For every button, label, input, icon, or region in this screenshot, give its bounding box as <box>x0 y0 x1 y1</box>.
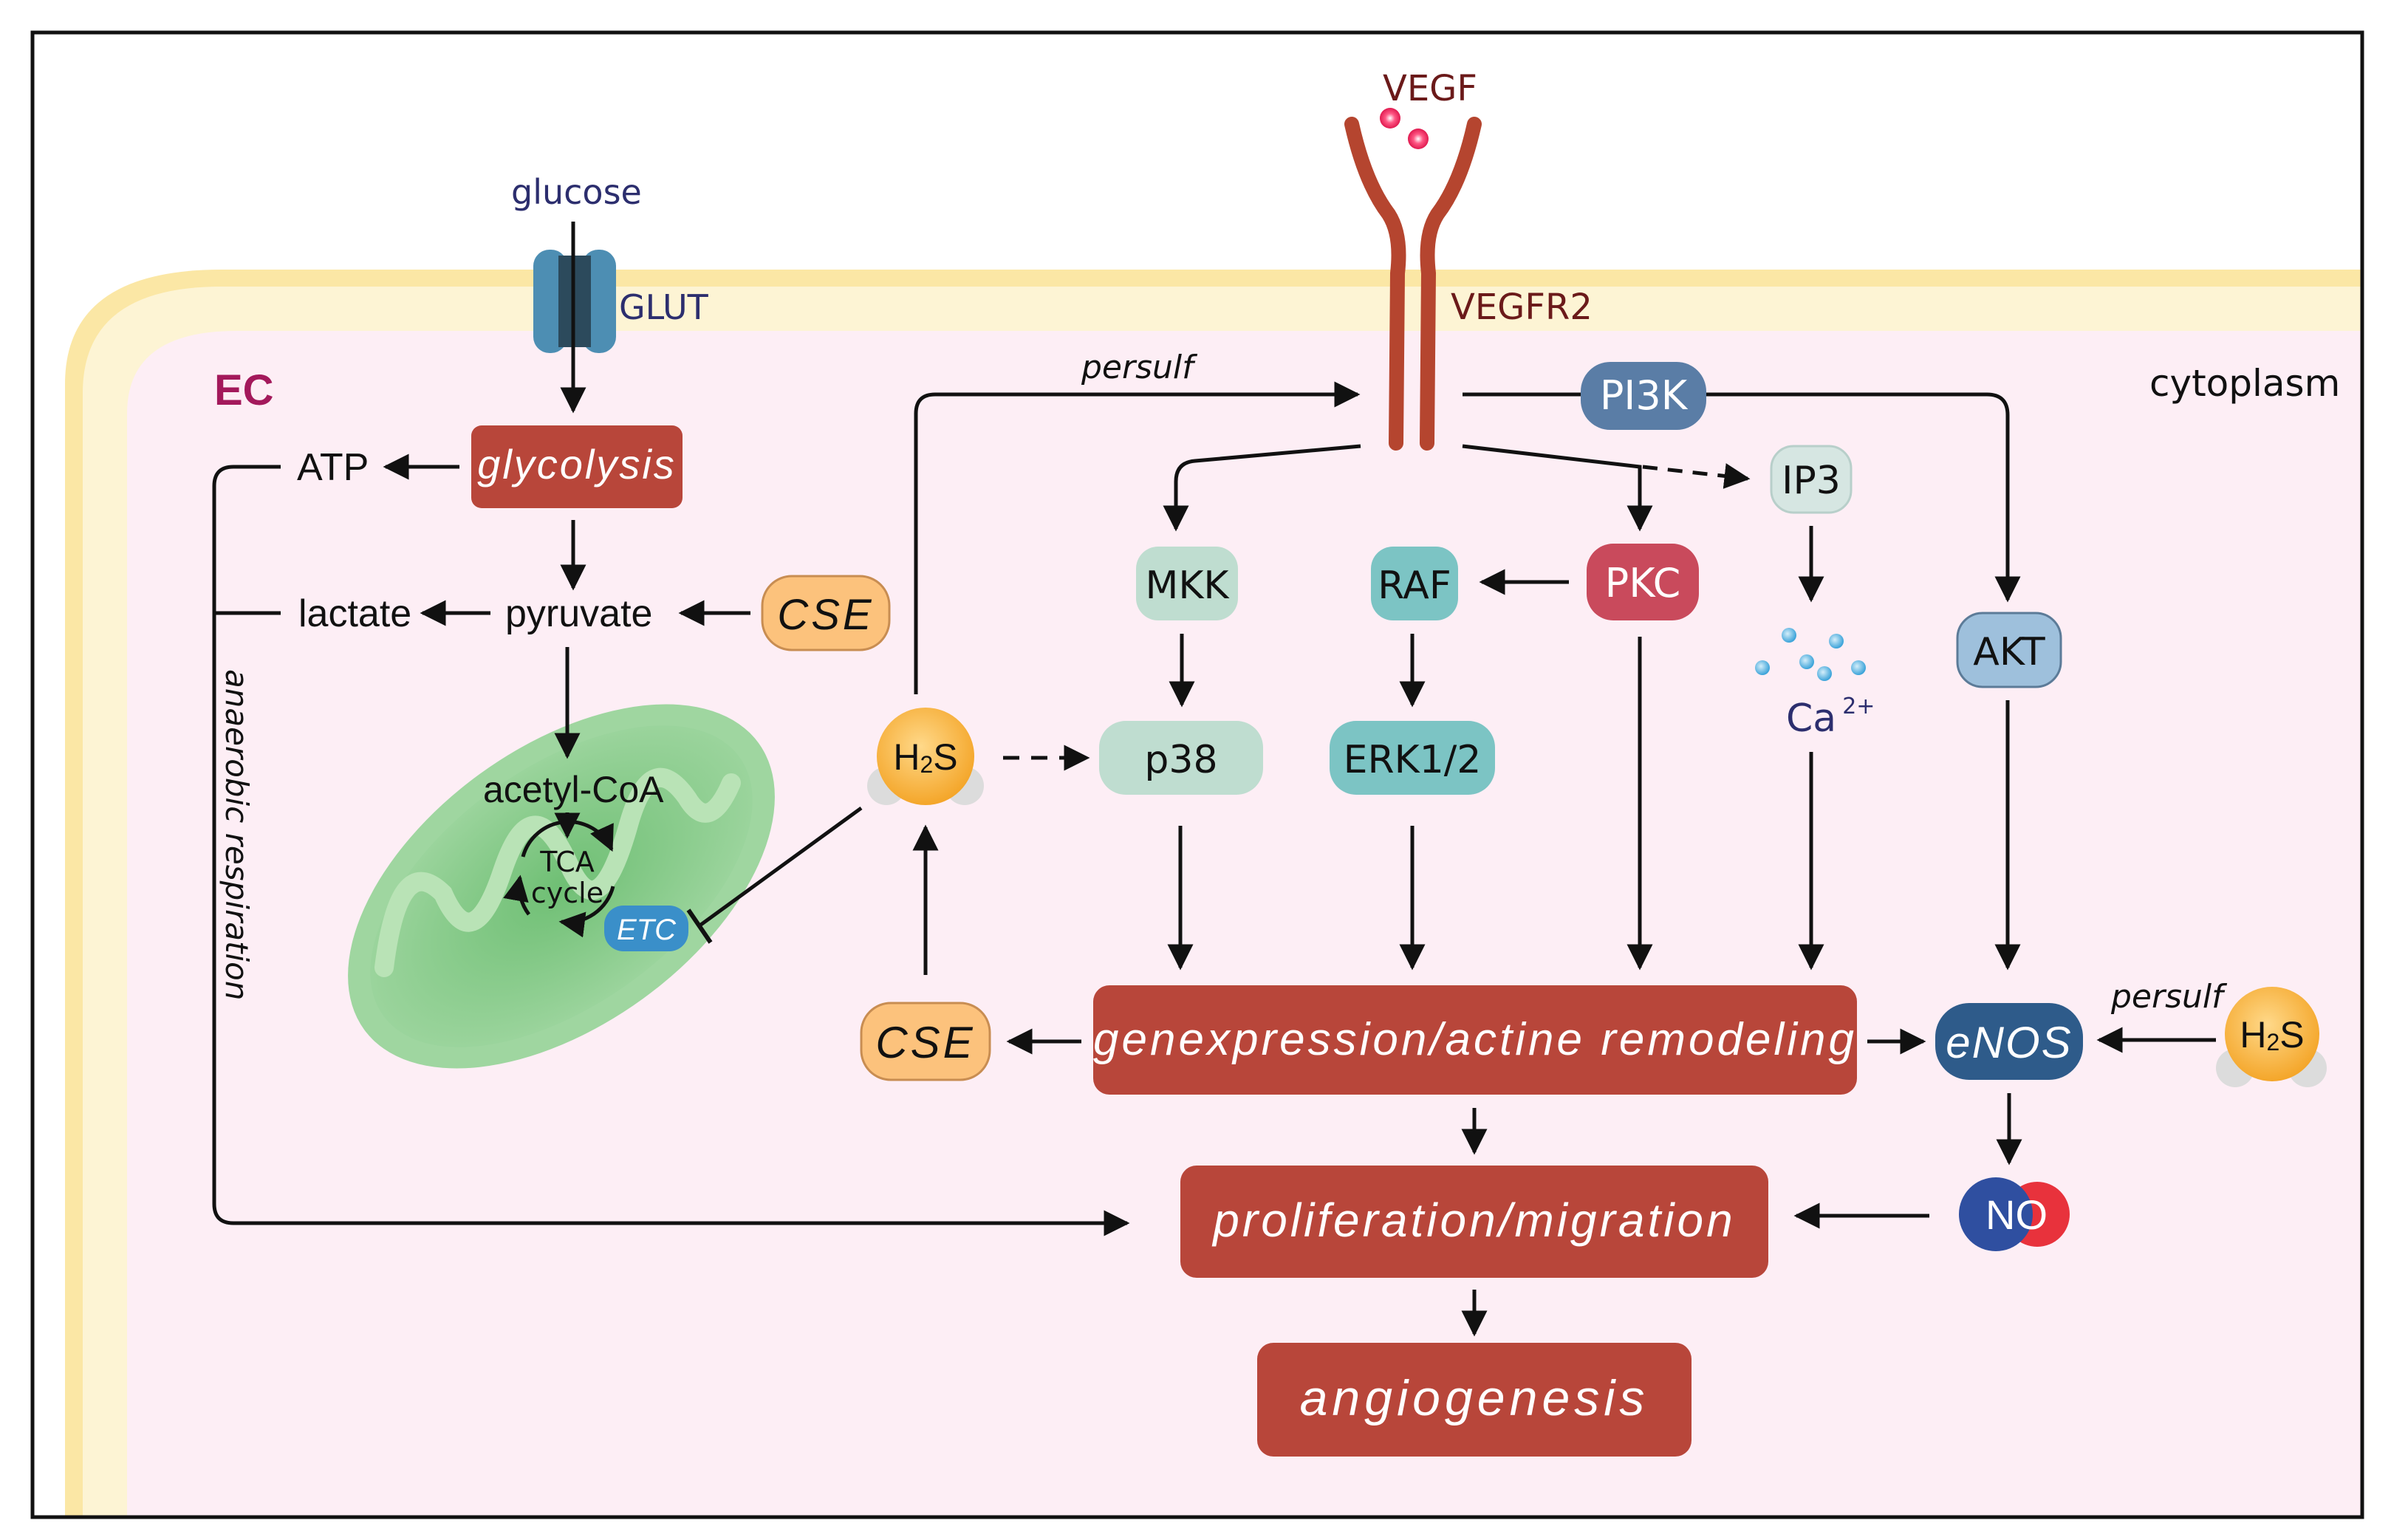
enos-node <box>1935 1003 2083 1080</box>
anaerobic-respiration-label: anaerobic respiration <box>219 669 255 1000</box>
pi3k-label: PI3K <box>1600 372 1689 419</box>
anaerobic-respiration-arrow <box>212 465 1130 1236</box>
mkk-label: MKK <box>1145 564 1230 608</box>
pkc-label: PKC <box>1605 560 1681 606</box>
erk-label: ERK1/2 <box>1344 738 1482 782</box>
vegf-label: VEGF <box>1383 68 1477 109</box>
tca-label-1: TCA <box>539 846 595 878</box>
proliferation-label: proliferation/migration <box>1211 1194 1735 1247</box>
inhibition-bar <box>686 908 713 944</box>
h2s-inhibits-etc <box>697 806 863 928</box>
cse-bottom-node <box>860 1002 991 1081</box>
pi3k-node <box>1581 362 1706 430</box>
cse-bottom-label: CSE <box>875 1018 975 1067</box>
vegfr2-receptor <box>1344 117 1482 451</box>
vegfr2-label: VEGFR2 <box>1451 287 1593 328</box>
pkc-node <box>1587 544 1699 620</box>
akt-node <box>1956 612 2062 688</box>
angiogenesis-box <box>1257 1343 1692 1457</box>
frame-border <box>30 30 2364 1519</box>
h2s-right-molecule-icon <box>2216 987 2327 1087</box>
cse-left-node <box>761 575 891 651</box>
vegf-ligand-icon <box>1408 129 1429 149</box>
nitric-oxide-icon <box>1959 1177 2070 1251</box>
persulf-right-label: persulf <box>2110 978 2228 1016</box>
ec-label: EC <box>214 366 274 414</box>
etc-node <box>604 906 688 951</box>
tca-label-2: cycle <box>531 877 603 909</box>
h2s-left-label: H2S <box>893 736 957 778</box>
glycolysis-box <box>471 425 683 508</box>
raf-node <box>1371 547 1458 620</box>
mkk-node <box>1136 547 1238 620</box>
cse-left-label: CSE <box>777 591 874 639</box>
calcium-ions-icon <box>1755 628 1866 681</box>
gene-expression-label: genexpression/actine remodeling <box>1093 1014 1857 1065</box>
etc-label: ETC <box>617 914 677 946</box>
persulf-top-label: persulf <box>1081 349 1198 386</box>
p38-node <box>1099 721 1263 795</box>
tca-cycle-icon <box>503 812 615 938</box>
pyruvate-label: pyruvate <box>505 592 652 635</box>
cytoplasm-label: cytoplasm <box>2149 362 2340 405</box>
receptor-to-mkk-arrow <box>1163 444 1361 532</box>
ip3-label: IP3 <box>1782 459 1841 503</box>
receptor-to-pkc-arrow <box>1462 444 1653 532</box>
lactate-label: lactate <box>298 592 411 635</box>
atp-label: ATP <box>297 446 369 489</box>
mitochondrion-icon <box>348 704 775 1069</box>
raf-label: RAF <box>1378 564 1451 608</box>
pi3k-to-akt-arrow <box>1706 392 2021 603</box>
akt-label: AKT <box>1973 630 2045 674</box>
proliferation-box <box>1180 1166 1768 1278</box>
erk-node <box>1330 721 1495 795</box>
enos-label: eNOS <box>1946 1018 2072 1067</box>
p38-label: p38 <box>1144 738 1217 782</box>
glycolysis-label: glycolysis <box>477 441 677 487</box>
no-label: NO <box>1985 1191 2048 1238</box>
h2s-left-molecule-icon <box>867 708 984 805</box>
h2s-right-label: H2S <box>2240 1014 2304 1055</box>
glucose-label: glucose <box>511 172 642 212</box>
vegf-ligand-icon <box>1380 108 1400 129</box>
ip3-node <box>1770 445 1853 514</box>
angiogenesis-label: angiogenesis <box>1300 1370 1649 1426</box>
h2s-persulf-arrow <box>914 381 1361 694</box>
gene-expression-box <box>1093 985 1857 1095</box>
receptor-to-ip3-dashed-arrow <box>1642 463 1751 489</box>
glut-label: GLUT <box>619 287 709 327</box>
acetyl-coa-label: acetyl-CoA <box>483 769 664 810</box>
